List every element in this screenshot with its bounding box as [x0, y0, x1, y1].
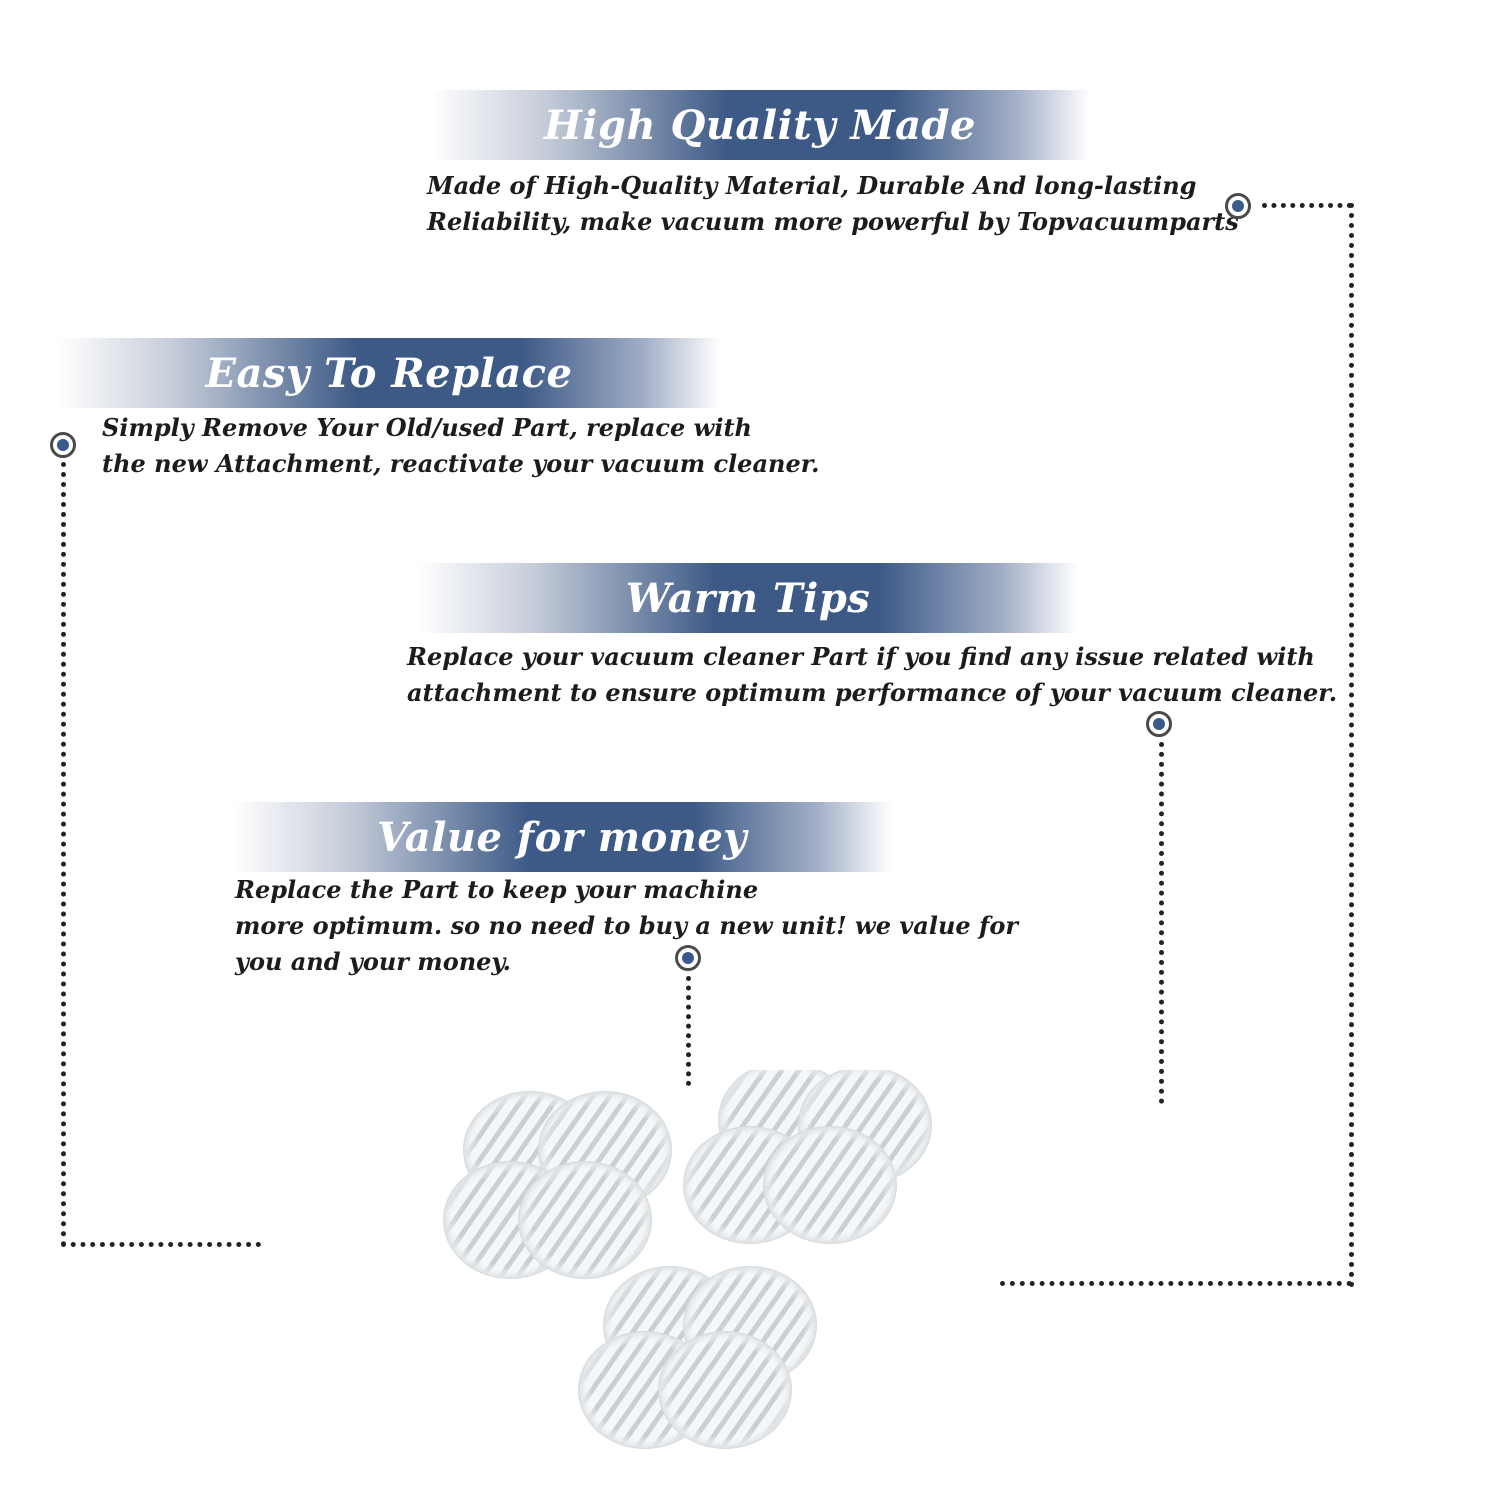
pad-group — [443, 1070, 932, 1449]
feature-title: Easy To Replace — [205, 349, 573, 397]
feature-banner-value: Value for money — [232, 802, 892, 872]
feature-banner-high-quality: High Quality Made — [430, 90, 1090, 160]
feature-title: Value for money — [376, 813, 748, 861]
feature-description-high-quality: Made of High-Quality Material, Durable A… — [427, 171, 1239, 236]
connector-line-left — [61, 462, 71, 1247]
connector-line-warm-tips — [1159, 742, 1169, 1104]
connector-line-top — [1262, 203, 1352, 213]
mop-pad — [763, 1126, 897, 1244]
connector-line-bottom-right — [1000, 1281, 1352, 1291]
mop-pad — [658, 1331, 792, 1449]
connector-marker-4 — [675, 945, 701, 971]
mop-pad-icon — [443, 1070, 932, 1449]
connector-marker-2 — [50, 432, 76, 458]
mop-pad — [518, 1161, 652, 1279]
connector-marker-3 — [1146, 711, 1172, 737]
feature-description-warm-tips: Replace your vacuum cleaner Part if you … — [407, 642, 1338, 707]
feature-description-easy-replace: Simply Remove Your Old/used Part, replac… — [102, 413, 820, 478]
feature-title: High Quality Made — [544, 101, 976, 149]
connector-line-value — [686, 976, 696, 1086]
feature-banner-easy-replace: Easy To Replace — [58, 338, 720, 408]
connector-line-bottom-left — [61, 1242, 261, 1252]
connector-line-right — [1349, 203, 1359, 1288]
feature-banner-warm-tips: Warm Tips — [418, 563, 1078, 633]
feature-description-value: Replace the Part to keep your machine mo… — [235, 875, 1018, 976]
connector-marker-1 — [1225, 193, 1251, 219]
feature-title: Warm Tips — [625, 574, 871, 622]
